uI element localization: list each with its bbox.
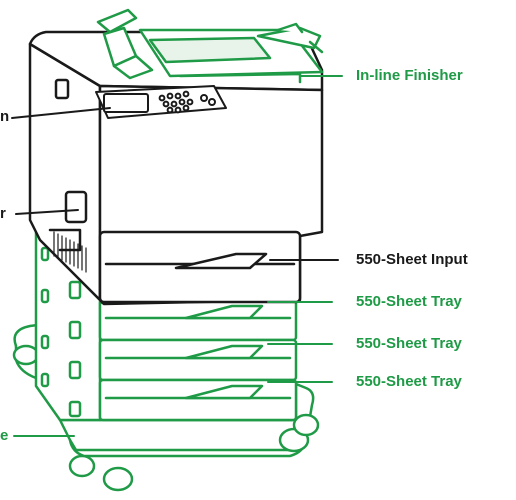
label-550-sheet-tray-2: 550-Sheet Tray xyxy=(356,335,462,352)
label-base-partial: e xyxy=(0,427,9,444)
leader-door xyxy=(15,209,79,215)
label-550-sheet-tray-1: 550-Sheet Tray xyxy=(356,293,462,310)
leader-control-panel xyxy=(11,107,111,119)
side-vents xyxy=(53,231,87,273)
label-door-partial: r xyxy=(0,205,6,222)
tray-stack xyxy=(34,226,298,422)
label-in-line-finisher: In-line Finisher xyxy=(356,67,463,84)
label-550-sheet-input: 550-Sheet Input xyxy=(356,251,468,268)
label-control-panel-partial: n xyxy=(0,108,10,125)
label-550-sheet-tray-3: 550-Sheet Tray xyxy=(356,373,462,390)
leader-lines xyxy=(11,75,343,437)
caster-base xyxy=(12,320,320,492)
in-line-finisher xyxy=(96,8,324,84)
control-panel xyxy=(95,85,227,119)
